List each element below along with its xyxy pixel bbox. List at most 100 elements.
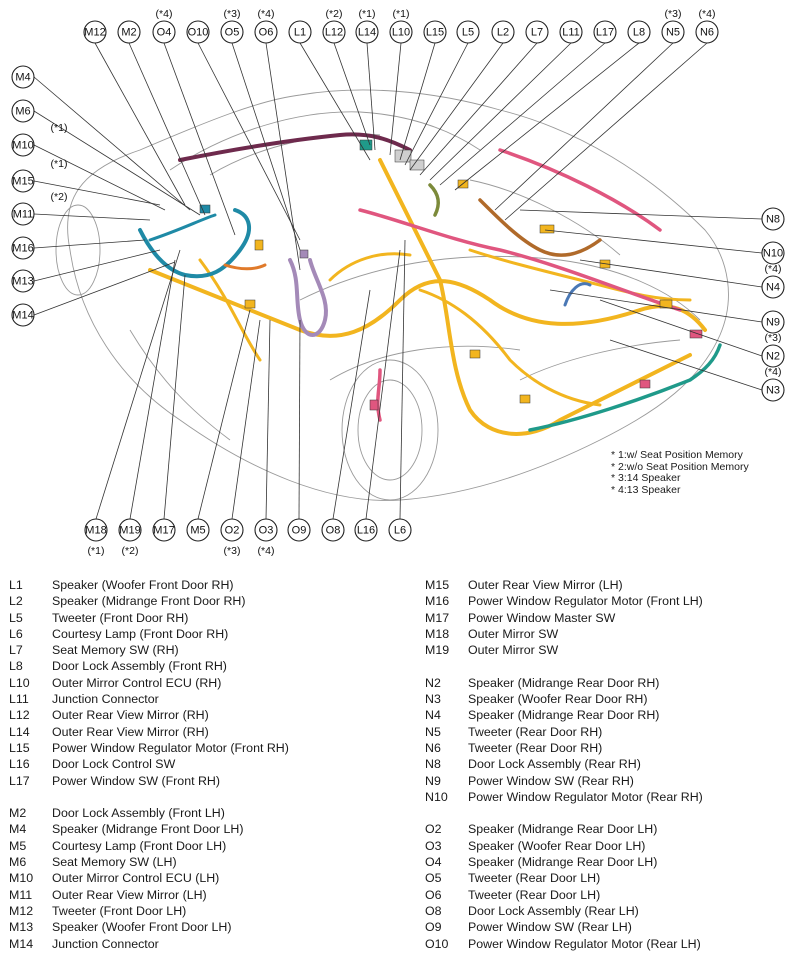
legend-code: L8 (9, 659, 23, 674)
leader-line (33, 144, 166, 211)
legend-spacer (425, 658, 703, 674)
leader-line (231, 42, 301, 251)
legend-description: Door Lock Assembly (Front LH) (52, 806, 225, 821)
callout-m18: M18(*1) (84, 518, 108, 557)
footnote: * 3:14 Speaker (611, 472, 681, 484)
leader-line (504, 42, 708, 221)
legend-description: Tweeter (Front Door RH) (52, 610, 189, 625)
leader-line (33, 76, 191, 211)
legend-code: M12 (9, 903, 34, 918)
callout-label: M13 (12, 276, 33, 288)
leader-line (94, 42, 186, 206)
callout-label: L16 (357, 525, 375, 537)
callout-label: N9 (766, 317, 780, 329)
legend-description: Seat Memory SW (RH) (52, 643, 179, 658)
callout-circle (11, 65, 35, 89)
callout-label: O2 (225, 525, 240, 537)
legend-item: M10 Outer Mirror Control ECU (LH) (9, 870, 289, 886)
leader-line (579, 259, 763, 288)
callout-circle (11, 169, 35, 193)
legend-code: N2 (425, 675, 441, 690)
callout-circle (152, 518, 176, 542)
legend-code: N6 (425, 740, 441, 755)
leader-line (404, 42, 469, 166)
leader-line (33, 180, 161, 206)
callout-circle (152, 20, 176, 44)
connector-block (469, 349, 481, 359)
callout-circle (389, 20, 413, 44)
legend-item: L10 Outer Mirror Control ECU (RH) (9, 675, 289, 691)
leader-line (549, 289, 763, 323)
callout-label: M2 (121, 27, 136, 39)
legend-code: M10 (9, 871, 34, 886)
legend-code: O9 (425, 920, 442, 935)
leader-line (33, 110, 201, 216)
legend-description: Power Window SW (Rear RH) (468, 773, 634, 788)
legend-description: Speaker (Midrange Front Door RH) (52, 594, 246, 609)
main-harness (148, 268, 707, 338)
legend-description: Speaker (Woofer Rear Door RH) (468, 692, 648, 707)
callout-circle (761, 275, 785, 299)
callout-label: N3 (766, 385, 780, 397)
callout-label: M18 (85, 525, 106, 537)
legend-description: Courtesy Lamp (Front Door RH) (52, 626, 229, 641)
connector-block (199, 204, 211, 214)
legend-code: N5 (425, 724, 441, 739)
leader-line (399, 239, 406, 520)
leader-line (197, 309, 251, 520)
legend-description: Door Lock Assembly (Rear LH) (468, 903, 639, 918)
callout-o8: O8 (321, 518, 345, 542)
callout-l17: L17 (593, 20, 617, 44)
legend-description: Outer Mirror SW (468, 626, 559, 641)
leader-line (95, 249, 181, 520)
callout-note: (*4) (765, 263, 782, 275)
leader-line (366, 42, 376, 151)
leader-line (33, 249, 161, 282)
legend-code: L16 (9, 757, 30, 772)
callout-circle (354, 518, 378, 542)
legend-description: Power Window Master SW (468, 610, 616, 625)
legend-description: Power Window Regulator Motor (Front RH) (52, 740, 289, 755)
legend-description: Outer Mirror Control ECU (LH) (52, 871, 220, 886)
callout-note: (*3) (665, 8, 682, 20)
callout-l6: L6 (388, 518, 412, 542)
callout-label: N8 (766, 214, 780, 226)
callout-n6: N6(*4) (695, 8, 719, 44)
callout-l8: L8 (627, 20, 651, 44)
callout-circle (11, 99, 35, 123)
legend-code: L14 (9, 724, 30, 739)
callout-circle (11, 269, 35, 293)
callout-label: L11 (562, 27, 580, 39)
legend-code: L10 (9, 675, 30, 690)
leader-line (33, 239, 146, 249)
legend-item: M18 Outer Mirror SW (425, 626, 703, 642)
callout-circle (491, 20, 515, 44)
callout-n10: N10 (761, 241, 785, 265)
callout-label: O3 (259, 525, 274, 537)
callout-n3: N3(*4) (761, 366, 785, 402)
legend-description: Outer Mirror Control ECU (RH) (52, 675, 222, 690)
legend-description: Tweeter (Rear Door LH) (468, 887, 601, 902)
connector-block (394, 149, 412, 163)
legend-code: M18 (425, 626, 450, 641)
main-harness-branch (378, 158, 692, 436)
callout-circle (186, 518, 210, 542)
blue-harness (563, 282, 592, 307)
leader-line (163, 274, 186, 520)
callout-circle (117, 20, 141, 44)
legend-code: M15 (425, 578, 450, 592)
callout-circle (761, 344, 785, 368)
callout-note: (*3) (765, 332, 782, 344)
leader-line (197, 42, 301, 241)
pink-harness-rear (498, 148, 662, 232)
